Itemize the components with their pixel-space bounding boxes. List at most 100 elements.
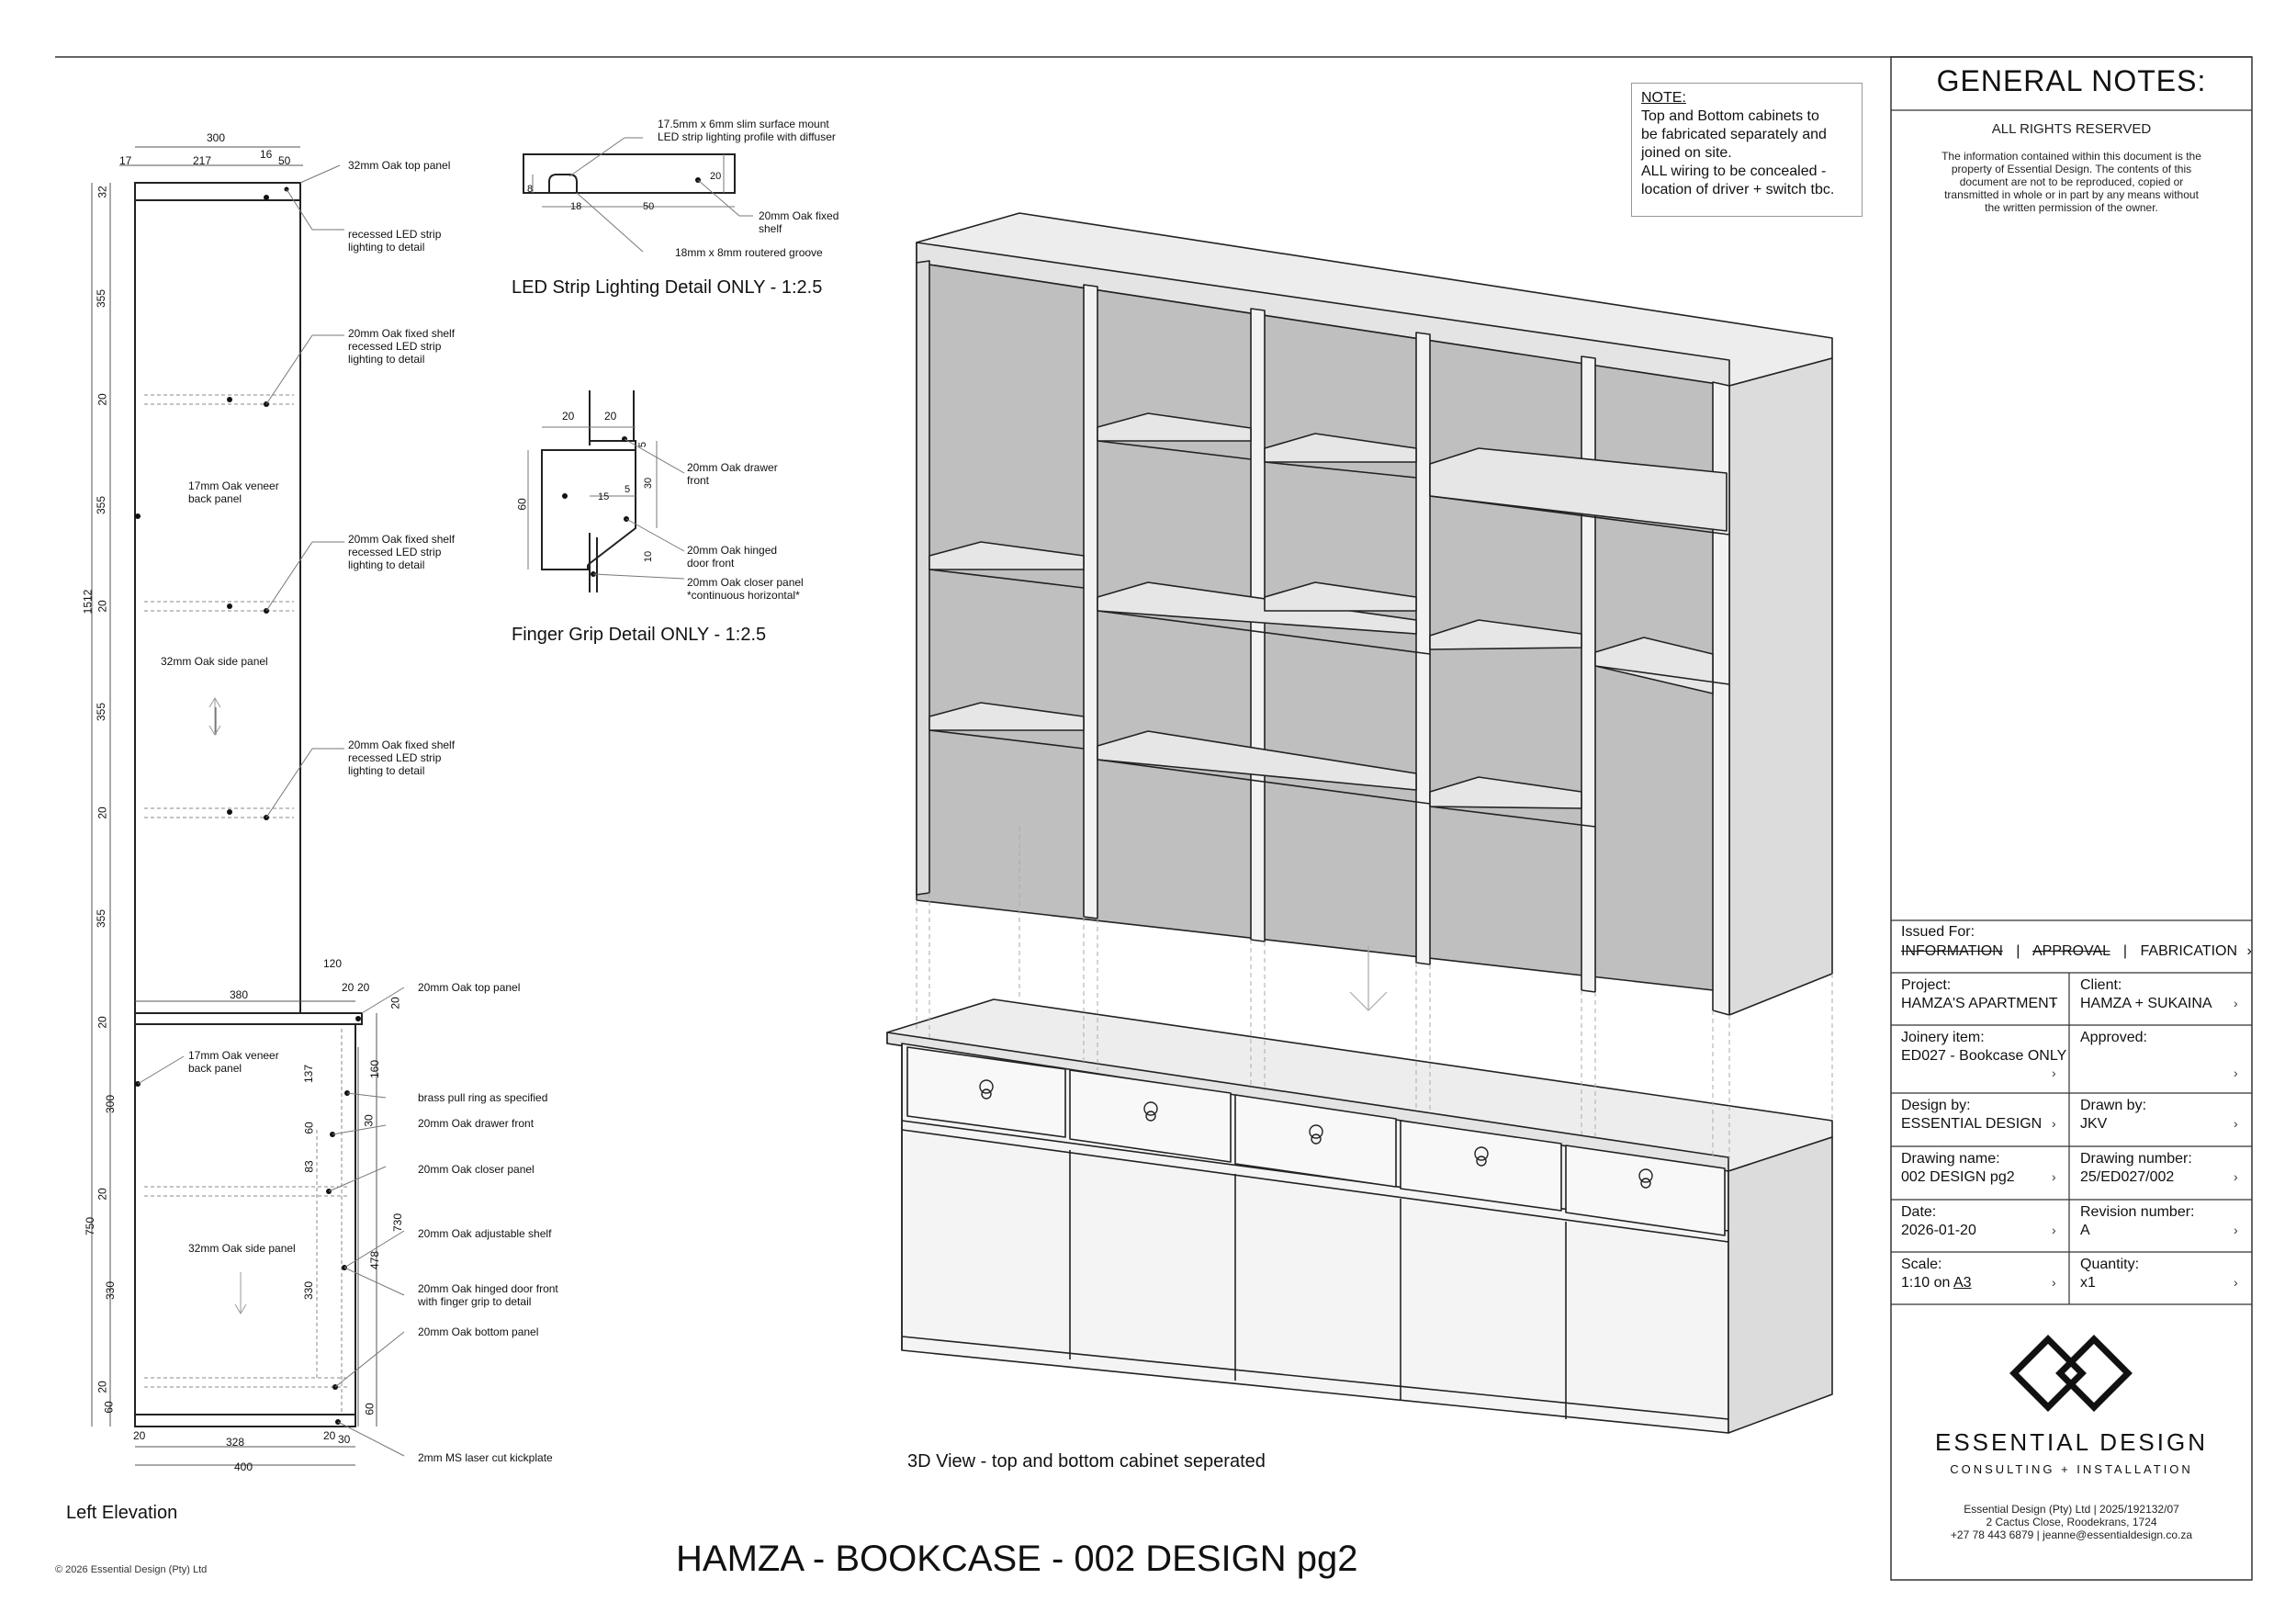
drawing-number-chevron: › <box>2234 1169 2238 1184</box>
note-heading: NOTE: <box>1641 90 1686 106</box>
copyright-text: © 2026 Essential Design (Pty) Ltd <box>55 1564 208 1575</box>
left-elevation-label: Left Elevation <box>66 1503 178 1523</box>
fg-callout-door-line2: door front <box>687 557 735 570</box>
dim-r-60: 60 <box>302 1122 316 1134</box>
drawing-name-cell[interactable]: Drawing name: 002 DESIGN pg2 <box>1901 1150 2015 1187</box>
drawn-by-cell[interactable]: Drawn by: JKV <box>2080 1097 2146 1133</box>
issued-approval[interactable]: APPROVAL <box>2032 943 2110 959</box>
note-line-1: Top and Bottom cabinets to <box>1641 108 1819 124</box>
dim-20-c: 20 <box>96 806 109 819</box>
note-line-2: be fabricated separately and <box>1641 127 1827 142</box>
dim-r-330: 330 <box>302 1280 316 1301</box>
dim-355-a: 355 <box>95 288 108 309</box>
callout-lower-top: 20mm Oak top panel <box>418 981 521 994</box>
revision-cell[interactable]: Revision number: A <box>2080 1203 2195 1240</box>
led-callout-shelf-line1: 20mm Oak fixed <box>759 209 839 222</box>
callout-hinged-door: 20mm Oak hinged door front with finger g… <box>418 1282 558 1308</box>
general-notes-line-1: The information contained within this do… <box>1941 150 2201 163</box>
callout-shelf-3: 20mm Oak fixed shelf recessed LED strip … <box>348 739 455 777</box>
dim-low-330: 330 <box>104 1280 118 1301</box>
finger-grip-label: Finger Grip Detail ONLY - 1:2.5 <box>512 625 767 645</box>
fg-dim-5-b: 5 <box>625 484 631 495</box>
dim-mid-20-b: 20 <box>357 981 370 994</box>
view-3d-label: 3D View - top and bottom cabinet seperat… <box>907 1451 1266 1472</box>
dim-300: 300 <box>207 131 226 144</box>
dim-20-a: 20 <box>96 393 109 406</box>
date-cell[interactable]: Date: 2026-01-20 <box>1901 1203 1976 1240</box>
dim-16: 16 <box>260 148 273 161</box>
scale-value: 1:10 on A3 <box>1901 1274 1972 1292</box>
design-by-label: Design by: <box>1901 1098 1971 1113</box>
led-detail-drawing <box>523 137 753 253</box>
issued-fabrication[interactable]: FABRICATION <box>2140 943 2238 959</box>
date-value: 2026-01-20 <box>1901 1223 1976 1238</box>
design-by-cell[interactable]: Design by: ESSENTIAL DESIGN <box>1901 1097 2042 1133</box>
issued-information[interactable]: INFORMATION <box>1901 943 2003 959</box>
general-notes-line-2: property of Essential Design. The conten… <box>1951 163 2192 175</box>
revision-label: Revision number: <box>2080 1204 2195 1220</box>
callout-top-panel: 32mm Oak top panel <box>348 159 451 172</box>
dim-bot-400: 400 <box>234 1460 253 1473</box>
project-cell[interactable]: Project: HAMZA'S APARTMENT <box>1901 976 2057 1013</box>
design-by-chevron: › <box>2052 1116 2056 1131</box>
issued-for-row: INFORMATION | APPROVAL | FABRICATION › <box>1901 942 2252 961</box>
dim-low-750: 750 <box>84 1216 97 1236</box>
drawing-name-chevron: › <box>2052 1169 2056 1184</box>
led-callout-groove: 18mm x 8mm routered groove <box>675 246 823 259</box>
joinery-chevron: › <box>2052 1066 2056 1080</box>
scale-cell[interactable]: Scale: 1:10 on A3 <box>1901 1256 1972 1292</box>
callout-shelf-2-line: 20mm Oak fixed shelf <box>348 533 456 546</box>
dim-low-20: 20 <box>96 1016 109 1029</box>
dim-low-20-b: 20 <box>96 1188 109 1201</box>
callout-shelf-2: 20mm Oak fixed shelf recessed LED strip … <box>348 533 455 571</box>
callout-back-lower-line2: back panel <box>188 1062 242 1075</box>
bookcase-3d-view <box>886 212 1833 1434</box>
company-line-3: +27 78 443 6879 | jeanne@essentialdesign… <box>1950 1528 2193 1541</box>
dim-low-20-c: 20 <box>96 1381 109 1393</box>
led-dim-50: 50 <box>643 201 655 212</box>
joinery-value: ED027 - Bookcase ONLY <box>1901 1048 2067 1064</box>
scale-value-paper: A3 <box>1953 1275 1972 1291</box>
dim-120: 120 <box>323 957 343 970</box>
led-callout-profile-line2: LED strip lighting profile with diffuser <box>658 130 836 143</box>
callout-shelf-3-line: 20mm Oak fixed shelf <box>348 739 456 751</box>
client-label: Client: <box>2080 977 2122 993</box>
approved-cell[interactable]: Approved: <box>2080 1029 2147 1047</box>
general-notes-line-3: document are not to be reproduced, copie… <box>1959 175 2184 188</box>
fg-callout-closer-line1: 20mm Oak closer panel <box>687 576 804 589</box>
dim-r-30: 30 <box>362 1114 376 1127</box>
drawing-name-label: Drawing name: <box>1901 1151 2000 1167</box>
dim-mid-20-a: 20 <box>342 981 355 994</box>
scale-label: Scale: <box>1901 1257 1942 1272</box>
client-cell[interactable]: Client: HAMZA + SUKAINA <box>2080 976 2212 1013</box>
general-notes-line-4: transmitted in whole or in part by any m… <box>1944 188 2199 201</box>
dim-r-160: 160 <box>368 1059 382 1079</box>
callout-shelf-1: 20mm Oak fixed shelf recessed LED strip … <box>348 327 455 366</box>
essential-design-logo-icon <box>2009 1335 2133 1412</box>
quantity-cell[interactable]: Quantity: x1 <box>2080 1256 2139 1292</box>
dim-355-d: 355 <box>95 908 108 929</box>
issued-sep-1: | <box>2016 943 2020 959</box>
callout-back-panel-upper: 17mm Oak veneer back panel <box>188 479 279 505</box>
callout-led-1: recessed LED strip lighting to detail <box>348 228 441 254</box>
drawing-number-cell[interactable]: Drawing number: 25/ED027/002 <box>2080 1150 2192 1187</box>
company-line-1: Essential Design (Pty) Ltd | 2025/192132… <box>1964 1503 2179 1516</box>
finger-grip-drawing <box>527 390 685 592</box>
callout-pull-ring: brass pull ring as specified <box>418 1091 548 1104</box>
note-line-4: ALL wiring to be concealed - <box>1641 164 1827 179</box>
fg-callout-drawer-line1: 20mm Oak drawer <box>687 461 778 474</box>
dim-217: 217 <box>193 154 212 167</box>
callout-led-4-line1: recessed LED strip <box>348 751 442 764</box>
joinery-cell[interactable]: Joinery item: ED027 - Bookcase ONLY <box>1901 1029 2066 1066</box>
general-notes-title: GENERAL NOTES: <box>1936 64 2207 97</box>
scale-value-ratio: 1:10 on <box>1901 1275 1953 1291</box>
callout-closer-panel: 20mm Oak closer panel <box>418 1163 535 1176</box>
approved-chevron: › <box>2234 1066 2238 1080</box>
quantity-chevron: › <box>2234 1275 2238 1290</box>
fg-callout-drawer-line2: front <box>687 474 710 487</box>
dim-r-137: 137 <box>302 1064 316 1084</box>
project-value: HAMZA'S APARTMENT <box>1901 996 2058 1011</box>
callout-back-panel-lower: 17mm Oak veneer back panel <box>188 1049 279 1075</box>
fg-dim-30: 30 <box>643 477 655 490</box>
